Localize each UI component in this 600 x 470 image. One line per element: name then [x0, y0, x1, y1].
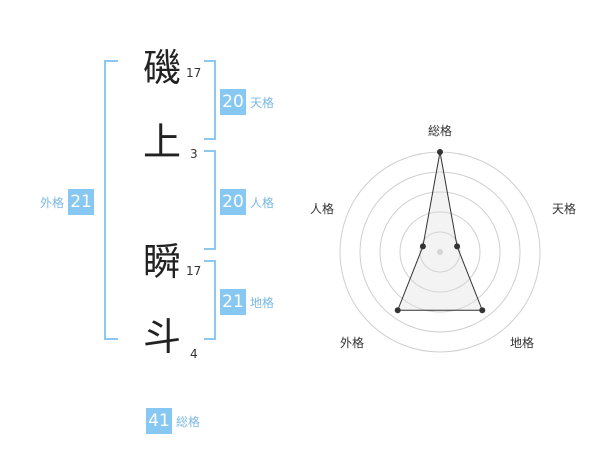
radar-point-0: [437, 149, 443, 155]
jinkaku-value: 20: [220, 189, 246, 215]
soukaku-label: 41 総格: [146, 408, 200, 434]
gaikaku-label: 21 外格: [40, 189, 95, 215]
chikaku-bracket: [204, 260, 216, 340]
stroke-count-1: 17: [186, 66, 202, 80]
radar-ring-2: [399, 211, 481, 293]
name-char-1: 磯: [142, 46, 181, 90]
gaikaku-value: 21: [68, 189, 95, 215]
radar-label-gaikaku: 外格: [340, 336, 365, 350]
tenkaku-label: 20 天格: [220, 89, 274, 115]
radar-ring-1: [419, 231, 461, 273]
radar-point-2: [479, 307, 486, 314]
gaikaku-word: 外格: [40, 195, 65, 210]
radar-point-3: [394, 307, 401, 314]
name-char-3: 瞬: [142, 240, 181, 284]
name-char-4: 斗: [142, 315, 181, 359]
radar-area: [396, 151, 484, 311]
tenkaku-word: 天格: [250, 95, 275, 110]
stroke-count-4: 4: [190, 347, 198, 361]
radar-ring-3: [379, 191, 501, 313]
jinkaku-word: 人格: [250, 195, 275, 210]
radar-center-dot: [437, 249, 443, 255]
jinkaku-label: 20 人格: [220, 189, 274, 215]
radar-points: [394, 149, 486, 314]
chikaku-value: 21: [220, 289, 246, 315]
chikaku-label: 21 地格: [220, 289, 274, 315]
radar-label-chikaku: 地格: [510, 336, 535, 350]
radar-rings: [339, 151, 541, 353]
jinkaku-bracket: [204, 150, 216, 250]
radar-label-jinkaku: 人格: [310, 202, 335, 216]
radar-ring-4: [359, 171, 521, 333]
soukaku-word: 総格: [176, 414, 201, 429]
soukaku-value: 41: [146, 408, 172, 434]
stroke-count-2: 3: [190, 147, 198, 161]
name-char-2: 上: [142, 120, 181, 164]
stroke-count-3: 17: [186, 264, 202, 278]
tenkaku-bracket: [204, 60, 216, 140]
chikaku-word: 地格: [250, 295, 275, 310]
gaikaku-bracket: [104, 60, 118, 340]
tenkaku-value: 20: [220, 89, 246, 115]
radar-label-soukaku: 総格: [428, 124, 453, 138]
radar-point-1: [454, 243, 461, 250]
radar-label-tenkaku: 天格: [552, 202, 577, 216]
radar-point-4: [419, 243, 426, 250]
